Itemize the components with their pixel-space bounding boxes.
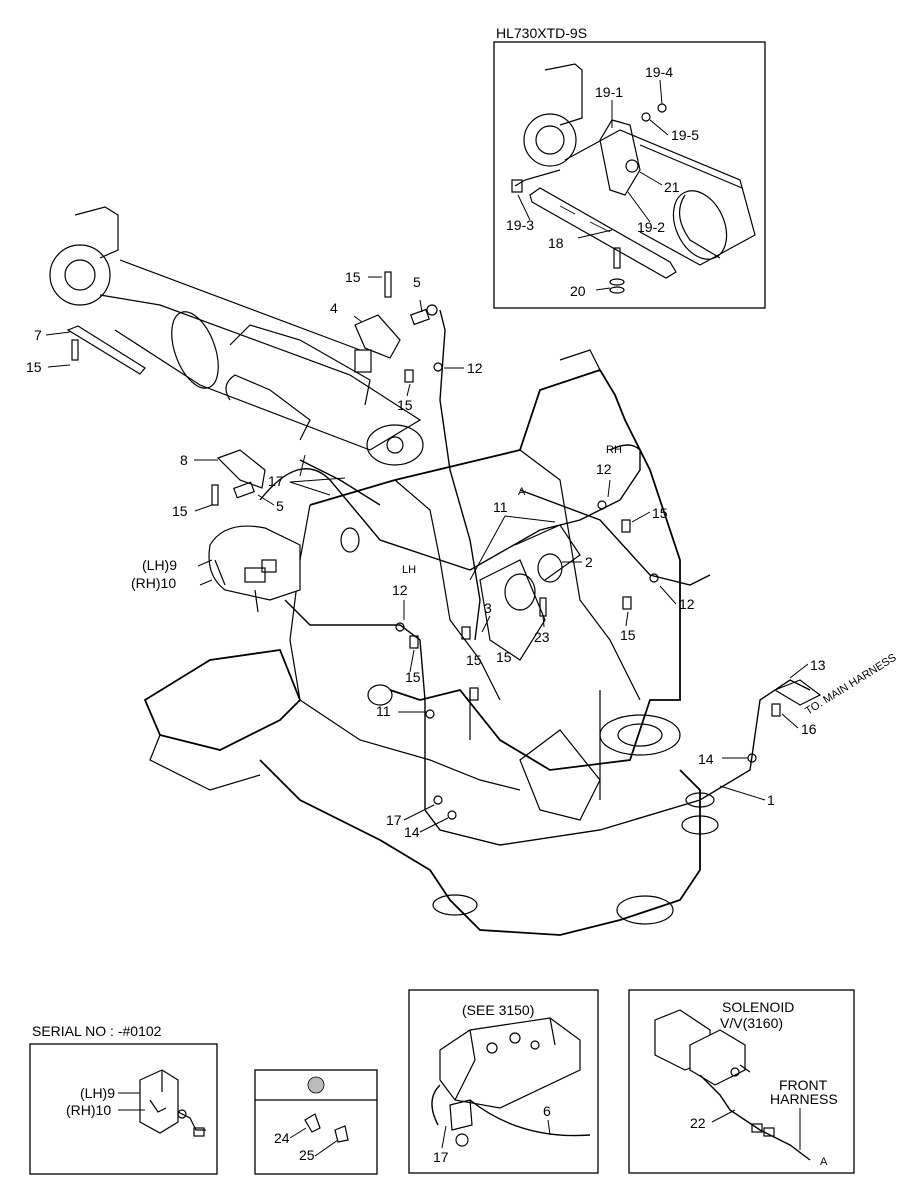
bracket-7 xyxy=(66,325,146,375)
worklight-9-10 xyxy=(208,525,301,613)
wire-harness xyxy=(259,309,822,846)
label-13: 13 xyxy=(810,657,826,673)
label-15: 15 xyxy=(652,505,668,521)
label-12: 12 xyxy=(679,596,695,612)
label-7: 7 xyxy=(34,327,42,343)
clip-symbol xyxy=(307,1076,325,1094)
bracket-8 xyxy=(211,449,266,506)
label-23: 23 xyxy=(534,629,550,645)
label-2: 2 xyxy=(585,554,593,570)
inset-title: HL730XTD-9S xyxy=(496,25,587,41)
inset-valve: (SEE 3150) 6 17 xyxy=(408,989,599,1174)
frame-assembly xyxy=(49,206,719,936)
label-12: 12 xyxy=(596,461,612,477)
front-harness-2: HARNESS xyxy=(770,1091,838,1107)
inset-solenoid: SOLENOID V/V(3160) FRONT HARNESS 22 A xyxy=(628,989,855,1174)
label-15: 15 xyxy=(345,269,361,285)
label-19-3: 19-3 xyxy=(506,217,534,233)
inset-valve-frame xyxy=(408,989,599,1174)
label-17: 17 xyxy=(433,1149,449,1165)
label-rh: RH xyxy=(606,444,622,456)
label-rh-10: (RH)10 xyxy=(131,575,176,591)
front-harness-1: FRONT xyxy=(779,1077,828,1093)
inset-serial-frame xyxy=(29,1043,218,1175)
label-16: 16 xyxy=(801,721,817,737)
serial-label-9: (LH)9 xyxy=(80,1085,115,1101)
label-14: 14 xyxy=(404,824,420,840)
label-24: 24 xyxy=(274,1130,290,1146)
label-17: 17 xyxy=(268,473,284,489)
main-labels: 15 5 4 7 15 12 15 8 17 15 5 RH 12 A 11 1… xyxy=(26,269,899,840)
label-1: 1 xyxy=(767,792,775,808)
label-19-5: 19-5 xyxy=(671,127,699,143)
serial-header: SERIAL NO : -#0102 xyxy=(32,1023,162,1039)
inset-solenoid-frame xyxy=(628,989,855,1174)
label-12: 12 xyxy=(392,582,408,598)
label-21: 21 xyxy=(664,179,680,195)
label-6: 6 xyxy=(543,1103,551,1119)
label-22: 22 xyxy=(690,1115,706,1131)
solenoid-title-1: SOLENOID xyxy=(722,999,794,1015)
solenoid-label-a: A xyxy=(820,1156,828,1168)
label-15: 15 xyxy=(26,359,42,375)
label-11: 11 xyxy=(493,499,508,515)
valve-see-label: (SEE 3150) xyxy=(462,1002,534,1018)
label-15: 15 xyxy=(405,669,421,685)
label-18: 18 xyxy=(548,235,564,251)
label-15: 15 xyxy=(496,649,512,665)
label-14: 14 xyxy=(698,751,714,767)
bracket-4 xyxy=(354,271,401,373)
label-15: 15 xyxy=(172,503,188,519)
bracket-2-3 xyxy=(504,524,581,617)
label-15: 15 xyxy=(620,627,636,643)
label-a: A xyxy=(518,486,526,498)
inset-clip-frame xyxy=(254,1069,378,1175)
label-12: 12 xyxy=(467,360,483,376)
label-19-1: 19-1 xyxy=(595,84,623,100)
label-17: 17 xyxy=(386,812,402,828)
inset-serial: SERIAL NO : -#0102 (LH)9 (RH)10 xyxy=(29,1023,218,1175)
inset-frame xyxy=(493,41,766,309)
label-19-4: 19-4 xyxy=(645,64,673,80)
label-3: 3 xyxy=(484,600,492,616)
label-lh-9: (LH)9 xyxy=(142,557,177,573)
fasteners xyxy=(395,362,781,820)
inset-clip: 24 25 xyxy=(254,1069,378,1175)
inset-hl730xtd: HL730XTD-9S 19-4 19-1 19-5 21 19-3 19-2 … xyxy=(493,25,766,309)
serial-label-10: (RH)10 xyxy=(66,1102,111,1118)
label-19-2: 19-2 xyxy=(637,219,665,235)
label-15: 15 xyxy=(397,397,413,413)
solenoid-title-2: V/V(3160) xyxy=(720,1015,783,1031)
label-25: 25 xyxy=(299,1147,315,1163)
label-20: 20 xyxy=(570,283,586,299)
label-5: 5 xyxy=(276,498,284,514)
label-11: 11 xyxy=(376,703,391,719)
label-15: 15 xyxy=(466,652,482,668)
label-lh: LH xyxy=(402,564,416,576)
label-5: 5 xyxy=(413,274,421,290)
cylinder-head xyxy=(544,63,583,126)
label-4: 4 xyxy=(330,300,338,316)
label-8: 8 xyxy=(180,452,188,468)
sensor-5a xyxy=(410,304,438,326)
